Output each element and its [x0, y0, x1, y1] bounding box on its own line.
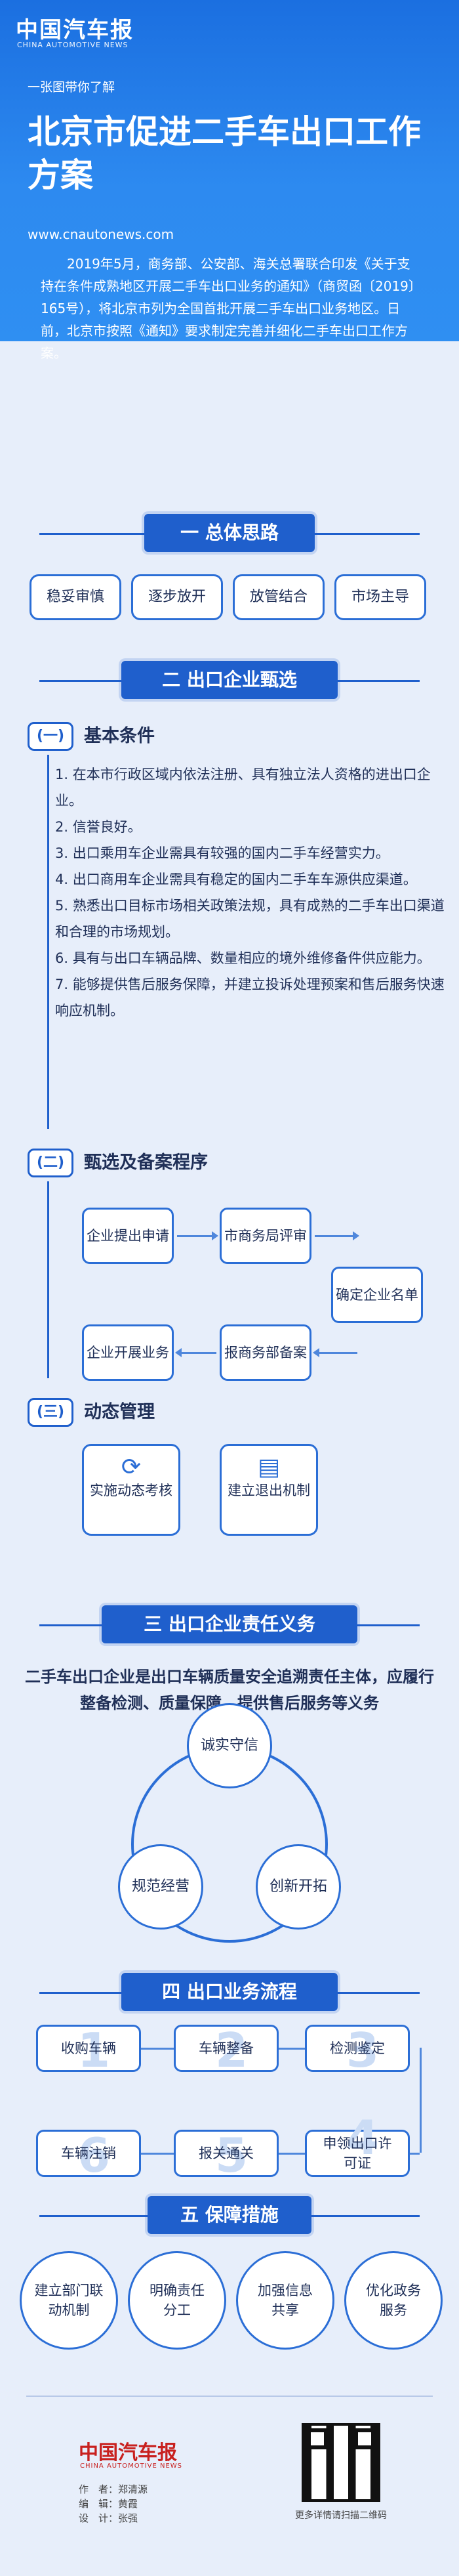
measure-label: 优化政务服务	[366, 2283, 421, 2318]
duty-circle-regulation: 规范经营	[118, 1844, 203, 1930]
step-label: 申领出口许可证	[323, 2136, 392, 2171]
flow-box-record: 报商务部备案	[220, 1324, 311, 1381]
subsection-title: 甄选及备案程序	[84, 1152, 208, 1173]
credit-line: 作 者：郑清源	[79, 2483, 148, 2495]
process-step-4: 4 申领出口许可证	[305, 2114, 410, 2177]
list-item: 7. 能够提供售后服务保障，并建立投诉处理预案和售后服务快速响应机制。	[55, 977, 445, 1019]
step-label: 检测鉴定	[330, 2040, 385, 2056]
step-number: 2	[215, 2023, 249, 2078]
website-url: www.cnautonews.com	[28, 226, 174, 242]
footer-logo: 中国汽车报	[79, 2441, 177, 2464]
step-label: 报关通关	[199, 2145, 254, 2161]
flow-arrow	[177, 1231, 218, 1240]
timeline-line	[47, 755, 49, 1129]
credits: 作 者：郑清源 编 辑：黄霞 设 计：张强	[79, 2482, 148, 2525]
list-item: 5. 熟悉出口目标市场相关政策法规，具有成熟的二手车出口渠道和合理的市场规划。	[55, 898, 445, 940]
section-2-title: 二 出口企业甄选	[121, 661, 338, 699]
brand-logo: 中国汽车报	[16, 17, 134, 43]
intro-paragraph: 2019年5月，商务部、公安部、海关总署联合印发《关于支持在条件成熟地区开展二手…	[41, 256, 415, 361]
measure-circle-2: 明确责任分工	[128, 2251, 226, 2350]
list-item: 3. 出口乘用车企业需具有较强的国内二手车经营实力。	[55, 845, 389, 861]
flow-arrow	[175, 1348, 216, 1357]
section-5-title: 五 保障措施	[148, 2196, 311, 2234]
flow-box-apply: 企业提出申请	[82, 1208, 174, 1264]
dynamic-box-label: 实施动态考核	[90, 1483, 172, 1498]
flow-arrow	[315, 1231, 359, 1240]
list-item: 6. 具有与出口车辆品牌、数量相应的境外维修备件供应能力。	[55, 950, 431, 966]
section-1-title: 一 总体思路	[144, 514, 315, 552]
refresh-icon: ⟳	[121, 1454, 142, 1481]
kicker-text: 一张图带你了解	[28, 80, 115, 95]
step-number: 5	[215, 2128, 249, 2183]
footer: 中国汽车报 CHINA AUTOMOTIVE NEWS 作 者：郑清源 编 辑：…	[26, 2396, 433, 2561]
flow-box-start: 企业开展业务	[82, 1324, 174, 1381]
duty-circle-innovation: 创新开拓	[256, 1844, 341, 1930]
principle-pill-2: 逐步放开	[131, 574, 223, 620]
footer-logo-subtitle: CHINA AUTOMOTIVE NEWS	[80, 2462, 183, 2470]
subsection-title: 动态管理	[84, 1402, 155, 1422]
measure-circle-3: 加强信息共享	[236, 2251, 334, 2350]
brand-logo-subtitle: CHINA AUTOMOTIVE NEWS	[17, 41, 129, 49]
dynamic-box-assessment: ⟳ 实施动态考核	[82, 1444, 180, 1536]
page-title: 北京市促进二手车出口工作方案	[28, 113, 421, 194]
dynamic-box-label: 建立退出机制	[228, 1483, 310, 1498]
conditions-list: 1. 在本市行政区域内依法注册、具有独立法人资格的进出口企业。 2. 信誉良好。…	[55, 761, 449, 1024]
step-label: 车辆注销	[61, 2145, 116, 2161]
principle-pill-4: 市场主导	[334, 574, 426, 620]
header-banner: 中国汽车报 CHINA AUTOMOTIVE NEWS 一张图带你了解 北京市促…	[0, 0, 459, 361]
document-icon: ▤	[257, 1454, 280, 1481]
process-step-6: 6 车辆注销	[36, 2128, 141, 2183]
step-number: 3	[346, 2023, 380, 2078]
step-label: 收购车辆	[61, 2040, 116, 2056]
subsection-number: (一)	[28, 722, 73, 751]
measure-label: 加强信息共享	[258, 2283, 313, 2318]
principle-pill-1: 稳妥审慎	[30, 574, 121, 620]
duty-circle-honesty: 诚实守信	[187, 1703, 272, 1788]
process-step-3: 3 检测鉴定	[305, 2023, 410, 2078]
principle-pill-3: 放管结合	[233, 574, 325, 620]
step-number: 6	[77, 2128, 111, 2183]
flow-arrow	[313, 1348, 357, 1357]
dynamic-box-exit: ▤ 建立退出机制	[220, 1444, 318, 1536]
credit-line: 设 计：张强	[79, 2512, 138, 2524]
step-label: 车辆整备	[199, 2040, 254, 2056]
process-step-5: 5 报关通关	[174, 2128, 279, 2183]
credit-line: 编 辑：黄霞	[79, 2498, 138, 2510]
measure-label: 建立部门联动机制	[34, 2283, 104, 2318]
section-3-title: 三 出口企业责任义务	[102, 1605, 357, 1643]
flow-box-confirm: 确定企业名单	[331, 1267, 423, 1323]
subsection-number: (二)	[28, 1149, 73, 1177]
section-4-title: 四 出口业务流程	[121, 1973, 338, 2011]
flow-box-review: 市商务局评审	[220, 1208, 311, 1264]
qr-note: 更多详情请扫描二维码	[295, 2510, 387, 2521]
process-step-1: 1 收购车辆	[36, 2023, 141, 2078]
process-line	[420, 2048, 422, 2153]
process-step-2: 2 车辆整备	[174, 2023, 279, 2078]
list-item: 1. 在本市行政区域内依法注册、具有独立法人资格的进出口企业。	[55, 767, 431, 809]
measure-label: 明确责任分工	[150, 2283, 205, 2318]
measure-circle-1: 建立部门联动机制	[20, 2251, 118, 2350]
step-number: 1	[77, 2023, 111, 2078]
list-item: 2. 信誉良好。	[55, 819, 142, 835]
list-item: 4. 出口商用车企业需具有稳定的国内二手车车源供应渠道。	[55, 872, 417, 887]
qr-code[interactable]	[302, 2423, 380, 2502]
subsection-number: (三)	[28, 1398, 73, 1427]
timeline-line	[47, 1181, 49, 1378]
subsection-title: 基本条件	[84, 726, 155, 746]
measure-circle-4: 优化政务服务	[344, 2251, 443, 2350]
